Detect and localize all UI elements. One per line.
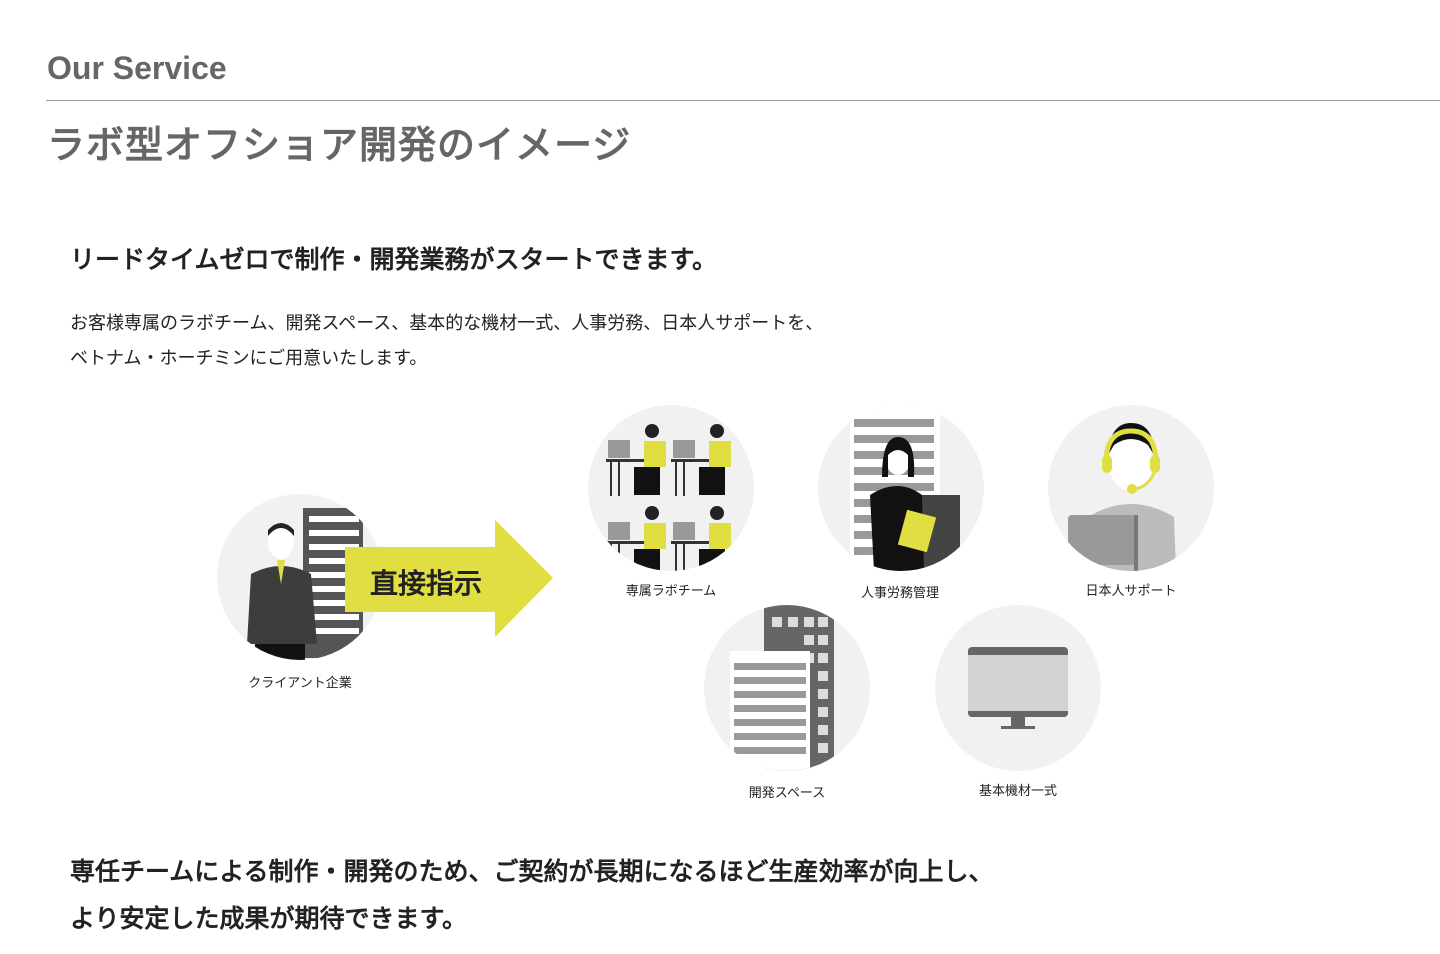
closing-line-2: より安定した成果が期待できます。 xyxy=(70,904,468,933)
page-title: ラボ型オフショア開発のイメージ xyxy=(47,123,632,167)
client-label: クライアント企業 xyxy=(248,676,352,691)
team-label: 専属ラボチーム xyxy=(625,584,717,599)
equipment-illustration xyxy=(935,605,1101,771)
section-eyebrow: Our Service xyxy=(47,50,227,86)
hr-label: 人事労務管理 xyxy=(860,586,940,601)
intro-line-1: お客様専属のラボチーム、開発スペース、基本的な機材一式、人事労務、日本人サポート… xyxy=(70,313,824,334)
intro-line-2: ベトナム・ホーチミンにご用意いたします。 xyxy=(70,348,428,369)
hr-illustration xyxy=(818,405,984,571)
dev-space-illustration xyxy=(704,605,870,771)
team-illustration xyxy=(588,405,754,571)
lead-heading: リードタイムゼロで制作・開発業務がスタートできます。 xyxy=(70,245,718,274)
arrow-icon xyxy=(345,520,553,637)
support-label: 日本人サポート xyxy=(1085,584,1177,599)
direct-instruction-label: 直接指示 xyxy=(370,567,483,600)
equipment-label: 基本機材一式 xyxy=(978,784,1058,799)
support-illustration xyxy=(1048,405,1214,571)
dev-space-label: 開発スペース xyxy=(748,786,826,801)
divider xyxy=(46,100,1440,101)
closing-line-1: 専任チームによる制作・開発のため、ご契約が長期になるほど生産効率が向上し、 xyxy=(70,857,994,886)
